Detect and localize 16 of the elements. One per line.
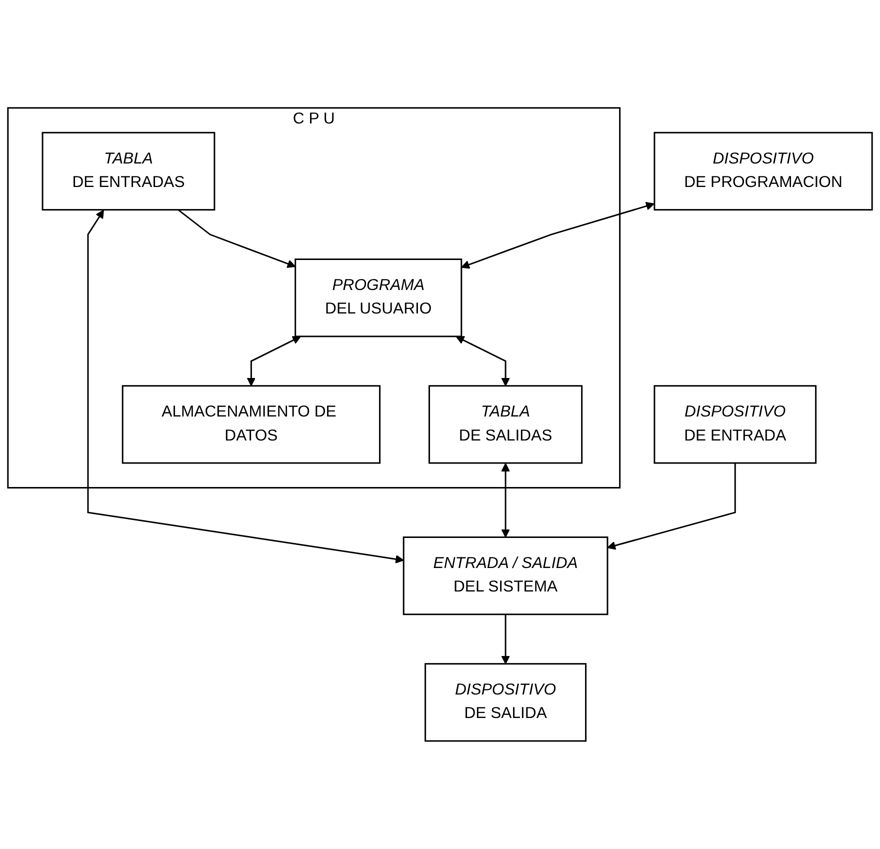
node-box: PROGRAMA DEL USUARIO bbox=[294, 258, 462, 338]
node-box: ENTRADA / SALIDA DEL SISTEMA bbox=[402, 536, 608, 616]
arrow bbox=[607, 463, 736, 550]
node-box: DISPOSITIVO DE SALIDA bbox=[424, 663, 587, 742]
node-box: TABLA DE SALIDAS bbox=[428, 385, 583, 464]
arrow bbox=[501, 463, 510, 538]
arrow bbox=[456, 336, 510, 386]
arrow bbox=[178, 209, 296, 268]
node-box: DISPOSITIVO DE PROGRAMACION bbox=[654, 132, 873, 211]
node-box: DISPOSITIVO DE ENTRADA bbox=[654, 385, 817, 464]
arrow bbox=[246, 336, 301, 386]
arrow bbox=[461, 202, 654, 269]
node-box: TABLA DE ENTRADAS bbox=[42, 132, 216, 211]
arrow bbox=[501, 614, 510, 664]
arrow bbox=[87, 210, 404, 564]
node-box: ALMACENAMIENTO DE DATOS bbox=[122, 385, 381, 464]
